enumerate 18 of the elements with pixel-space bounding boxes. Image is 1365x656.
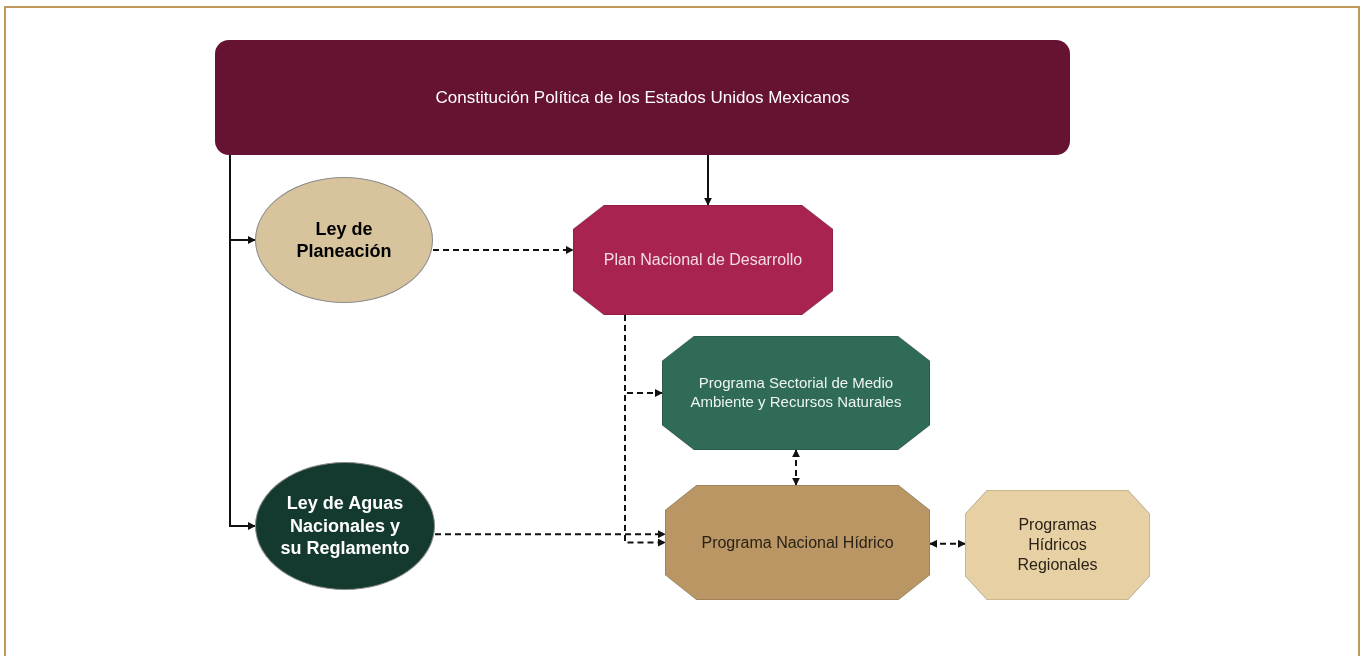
plan-octagon bbox=[573, 205, 833, 315]
program-octagon bbox=[665, 485, 930, 600]
program-octagon bbox=[965, 490, 1150, 600]
arrow bbox=[624, 314, 666, 547]
title-box bbox=[215, 40, 1070, 155]
node-label: Constitución Política de los Estados Unidos Mexicanos bbox=[435, 86, 850, 109]
program-octagon bbox=[662, 336, 930, 450]
node-label: Ley de Planeación bbox=[295, 217, 393, 263]
arrow bbox=[434, 530, 666, 539]
arrow bbox=[929, 539, 966, 548]
node-label: Programas Hídricos Regionales bbox=[1016, 515, 1099, 575]
arrow bbox=[704, 154, 712, 206]
node-label: Programa Sectorial de Medio Ambiente y Recursos Naturales bbox=[689, 374, 903, 412]
node-label: Plan Nacional de Desarrollo bbox=[603, 250, 803, 270]
arrow bbox=[432, 246, 574, 254]
node-label: Programa Nacional Hídrico bbox=[701, 532, 894, 553]
node-label: Ley de Aguas Nacionales y su Reglamento bbox=[280, 492, 410, 560]
arrow bbox=[792, 449, 800, 486]
